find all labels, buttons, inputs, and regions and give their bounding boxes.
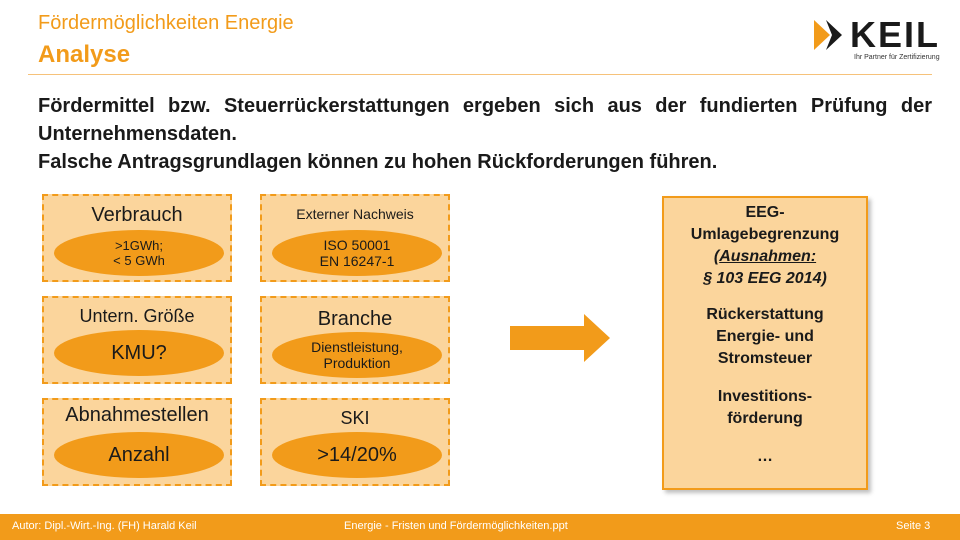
- result-eeg: EEG- Umlagebegrenzung (Ausnahmen: § 103 …: [664, 202, 866, 290]
- criteria-value-oval: Anzahl: [54, 432, 224, 478]
- criteria-value-line-2: < 5 GWh: [113, 253, 165, 268]
- result-refund-line-2: Energie- und: [716, 328, 814, 345]
- result-refund-line-3: Stromsteuer: [717, 350, 813, 367]
- criteria-label: Externer Nachweis: [296, 206, 414, 222]
- result-refund: Rückerstattung Energie- und Stromsteuer: [664, 304, 866, 370]
- criteria-value: Anzahl: [108, 443, 170, 466]
- result-more: …: [757, 448, 773, 465]
- criteria-box-groesse: Untern. Größe KMU?: [42, 296, 232, 384]
- intro-text: Fördermittel bzw. Steuerrückerstattungen…: [38, 92, 932, 176]
- result-eeg-line-2: Umlagebegrenzung: [690, 226, 840, 243]
- slide-title: Fördermöglichkeiten Energie: [38, 12, 294, 34]
- result-eeg-line-1: EEG-: [745, 204, 785, 221]
- result-box: EEG- Umlagebegrenzung (Ausnahmen: § 103 …: [662, 196, 868, 490]
- criteria-box-abnahmestellen: Abnahmestellen Anzahl: [42, 398, 232, 486]
- logo-brand: KEIL: [850, 14, 941, 55]
- criteria-label: Verbrauch: [91, 204, 183, 226]
- criteria-box-branche: Branche Dienstleistung, Produktion: [260, 296, 450, 384]
- criteria-label: Branche: [317, 308, 393, 330]
- result-exception-line-2: § 103 EEG 2014): [703, 270, 827, 287]
- criteria-value: >14/20%: [317, 443, 397, 466]
- exception-underlined: Ausnahmen:: [719, 248, 817, 265]
- arrow-right-icon: [510, 314, 610, 362]
- criteria-box-ski: SKI >14/20%: [260, 398, 450, 486]
- intro-line-1: Fördermittel bzw. Steuerrückerstattungen…: [38, 95, 932, 145]
- criteria-value-oval: Dienstleistung, Produktion: [272, 332, 442, 378]
- footer-author: Autor: Dipl.-Wirt.-Ing. (FH) Harald Keil: [12, 520, 197, 532]
- criteria-value-oval: ISO 50001 EN 16247-1: [272, 230, 442, 276]
- criteria-value-line-1: >1GWh;: [114, 238, 164, 253]
- criteria-value-oval: >14/20%: [272, 432, 442, 478]
- result-invest-line-1: Investitions-: [717, 388, 813, 405]
- title-divider: [28, 74, 932, 75]
- result-invest: Investitions- förderung: [664, 386, 866, 430]
- footer-filename: Energie - Fristen und Fördermöglichkeite…: [344, 520, 568, 532]
- result-refund-line-1: Rückerstattung: [706, 306, 824, 323]
- intro-line-2: Falsche Antragsgrundlagen können zu hohe…: [38, 151, 718, 173]
- criteria-box-nachweis: Externer Nachweis ISO 50001 EN 16247-1: [260, 194, 450, 282]
- criteria-value: KMU?: [111, 341, 167, 364]
- criteria-value-line-2: EN 16247-1: [319, 253, 395, 269]
- criteria-value-line-1: Dienstleistung,: [311, 339, 403, 355]
- criteria-box-verbrauch: Verbrauch >1GWh; < 5 GWh: [42, 194, 232, 282]
- footer-page-number: Seite 3: [896, 520, 931, 532]
- slide-subtitle: Analyse: [38, 41, 131, 68]
- criteria-value-line-1: ISO 50001: [323, 237, 391, 253]
- logo-tagline: Ihr Partner für Zertifizierung: [854, 54, 940, 61]
- criteria-value-oval: KMU?: [54, 330, 224, 376]
- keil-logo-icon: [814, 20, 842, 50]
- result-exception-line-1: (Ausnahmen:: [664, 246, 866, 268]
- result-invest-line-2: förderung: [727, 410, 803, 427]
- exception-prefix: (: [713, 248, 720, 265]
- criteria-value-oval: >1GWh; < 5 GWh: [54, 230, 224, 276]
- criteria-label: Untern. Größe: [79, 306, 195, 326]
- keil-logo: KEIL Ihr Partner für Zertifizierung: [814, 14, 948, 64]
- footer-bar: Autor: Dipl.-Wirt.-Ing. (FH) Harald Keil…: [0, 514, 960, 540]
- criteria-value-line-2: Produktion: [323, 355, 391, 371]
- criteria-label: SKI: [340, 408, 370, 428]
- criteria-label: Abnahmestellen: [65, 404, 209, 426]
